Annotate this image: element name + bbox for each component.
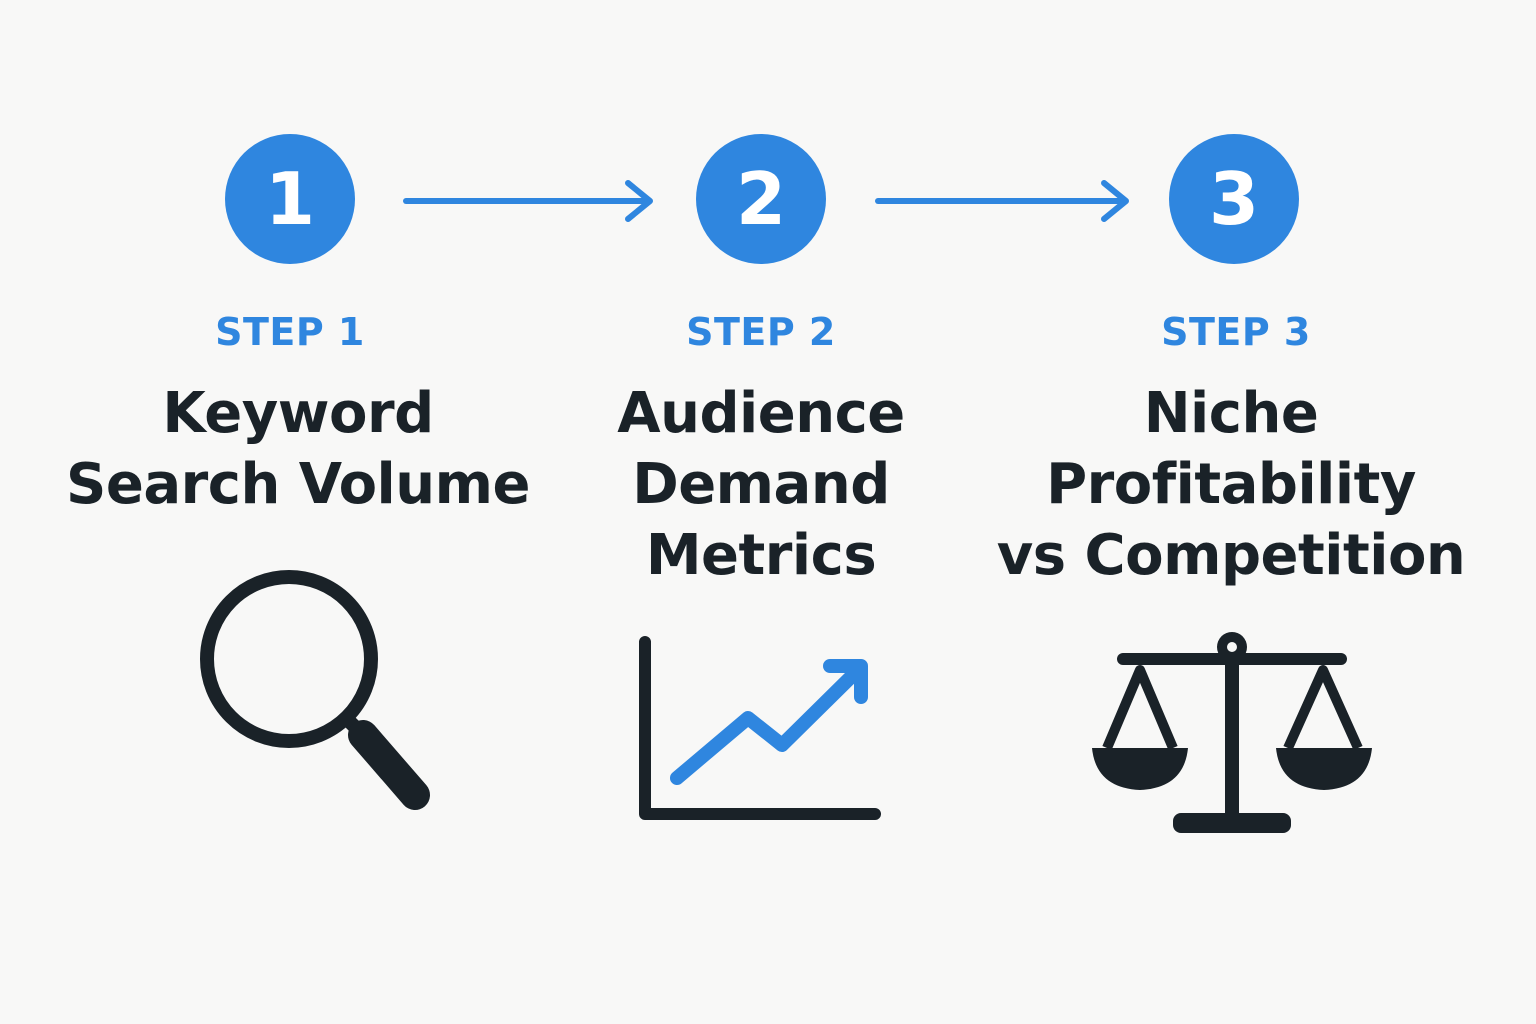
balance-scale-icon [1092,632,1372,833]
step-3-title-line: Niche [1143,381,1319,446]
step-3-title-line: vs Competition [996,523,1466,588]
trend-chart-icon [639,636,881,820]
step-1-number-badge: 1 [225,134,355,264]
step-2-number-badge: 2 [696,134,826,264]
step-3-title: Niche Profitability vs Competition [951,378,1511,591]
step-1-title: Keyword Search Volume [18,378,578,520]
step-2-title-line: Metrics [645,523,877,588]
arrow-right-icon [403,180,653,222]
step-2-title-line: Audience [617,381,905,446]
step-3-label: STEP 3 [1161,310,1311,354]
step-2-title: Audience Demand Metrics [481,378,1041,591]
arrow-right-icon [875,180,1129,222]
step-1-label: STEP 1 [215,310,365,354]
step-1-title-line: Search Volume [66,452,530,517]
step-2-title-line: Demand [632,452,890,517]
magnifying-glass-icon [200,570,430,810]
step-2-label: STEP 2 [686,310,836,354]
step-3-number-badge: 3 [1169,134,1299,264]
step-3-title-line: Profitability [1046,452,1416,517]
step-1-title-line: Keyword [162,381,434,446]
